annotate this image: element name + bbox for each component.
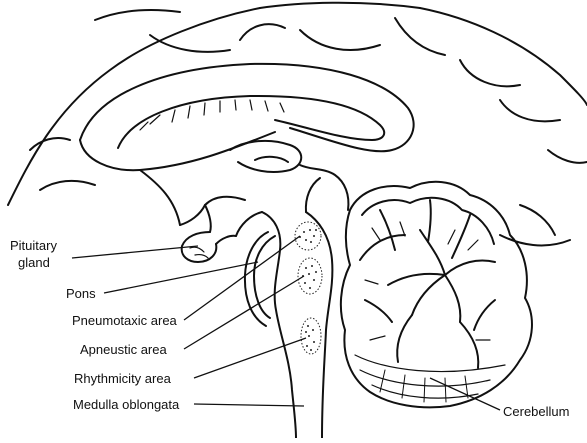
pneumotaxic-leader [184, 236, 300, 320]
label-pons: Pons [66, 286, 96, 301]
label-rhythmicity-area: Rhythmicity area [74, 371, 171, 386]
label-pituitary-line1: Pituitary [10, 238, 57, 253]
cerebrum-outline [8, 3, 587, 246]
label-apneustic-area: Apneustic area [80, 342, 167, 357]
label-medulla-oblongata: Medulla oblongata [73, 397, 179, 412]
cerebellum-leader [430, 378, 500, 410]
respiratory-centers [295, 222, 322, 354]
rhythmicity-center [301, 318, 321, 354]
pituitary-leader [72, 246, 198, 258]
apneustic-leader [184, 276, 304, 349]
brainstem [245, 212, 332, 438]
thalamus-region [140, 141, 348, 225]
corpus-callosum [80, 64, 414, 170]
label-cerebellum: Cerebellum [503, 404, 569, 419]
medulla-leader [194, 404, 304, 406]
pons-leader [104, 262, 258, 293]
label-pituitary-line2: gland [18, 255, 50, 270]
cerebellum [341, 182, 532, 408]
label-pneumotaxic-area: Pneumotaxic area [72, 313, 177, 328]
